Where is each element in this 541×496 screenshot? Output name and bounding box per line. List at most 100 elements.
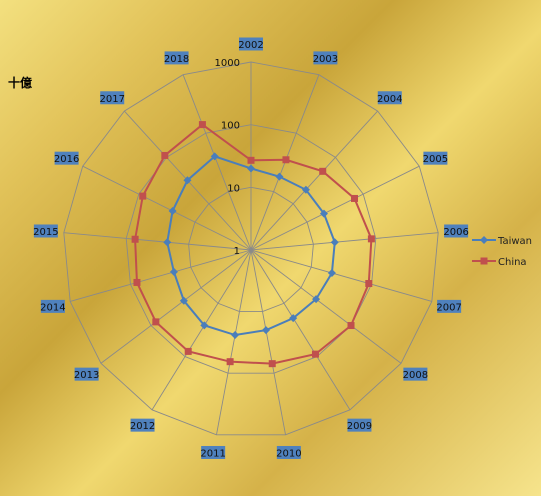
category-label-box [164,51,189,65]
category-label: 2011 [200,445,226,459]
category-label: 2010 [276,445,302,459]
category-label: 2017 [99,91,125,105]
grid-ring [125,124,377,374]
category-label: 2012 [130,418,155,432]
category-label-text: 2009 [347,421,372,432]
category-label-text: 2014 [40,302,65,313]
category-label-text: 2003 [313,54,338,65]
category-label-box [40,299,65,313]
category-label-text: 2002 [238,40,263,51]
legend-marker [480,236,488,244]
radial-tick-label: 100 [221,121,240,132]
data-point [367,235,375,243]
category-label: 2004 [377,91,403,105]
data-point [226,358,234,366]
data-point [312,295,321,304]
category-label: 2018 [164,51,189,65]
category-label-box [423,151,448,165]
data-point [133,278,141,286]
series-taiwan [163,152,339,340]
unit-label: 十億 [8,76,33,90]
category-label-text: 2010 [276,448,301,459]
category-label: 2006 [443,224,469,238]
category-label: 2007 [436,299,462,313]
grid-spoke [250,249,402,364]
legend-label: China [498,257,527,268]
data-point [311,350,319,358]
category-label-text: 2016 [54,154,79,165]
grid-spoke [250,249,351,411]
data-point [327,269,336,278]
data-point [152,318,160,326]
category-label-box [437,299,462,313]
data-point [247,156,255,164]
series-china [131,121,375,368]
data-point [231,331,240,340]
category-label-box [74,367,99,381]
data-point [282,156,290,164]
category-labels: 2002 2003 2004 2005 2006 2007 2008 2009 2010 2011… [33,37,469,459]
data-point [184,347,192,355]
grid-spoke [151,249,252,411]
category-label: 2015 [33,224,59,238]
data-point [163,238,172,247]
data-point [268,360,276,368]
category-label: 2002 [238,37,264,51]
category-label: 2008 [403,367,428,381]
legend-marker [480,257,488,265]
category-label-box [403,367,428,381]
category-label-box [54,151,79,165]
radial-tick-label: 1000 [215,58,240,69]
data-point [319,209,328,218]
radial-tick-label: 10 [227,183,240,194]
category-label-box [201,445,226,459]
grid-spoke [250,110,378,251]
category-label-box [130,418,155,432]
data-point [275,172,284,181]
legend-label: Taiwan [497,236,532,247]
series-line [134,123,373,365]
grid-spoke [63,232,252,251]
category-label-box [100,91,125,105]
data-point [131,235,139,243]
series-layer [131,121,375,368]
grid-spoke [182,74,252,251]
grid-ring [63,61,439,436]
category-label-text: 2018 [164,54,189,65]
legend-item-china: China [472,257,527,268]
category-label-text: 2015 [33,227,58,238]
category-label-text: 2013 [74,370,99,381]
grid-spoke [100,249,252,364]
data-point [168,206,177,215]
data-point [365,280,373,288]
grid-spoke [250,232,439,251]
data-point [351,194,359,202]
grid-spoke [250,249,432,302]
category-label: 2005 [423,151,448,165]
category-label-text: 2007 [436,302,461,313]
grid-ring [188,186,314,313]
legend-item-taiwan: Taiwan [472,236,532,247]
category-label-box [347,418,372,432]
category-label-text: 2008 [403,370,428,381]
grid-spoke [70,249,252,302]
data-point [247,164,255,173]
data-point [210,152,219,161]
data-point [289,314,298,323]
data-point [161,151,169,159]
category-label-text: 2011 [200,448,225,459]
data-point [347,322,355,330]
data-point [261,326,270,335]
data-point [301,185,310,194]
radar-grid [63,61,439,436]
grid-spoke [216,249,252,435]
data-point [319,167,327,175]
series-line [166,155,336,337]
category-label-box [239,37,263,51]
grid-spoke [250,249,286,435]
category-label: 2016 [54,151,79,165]
